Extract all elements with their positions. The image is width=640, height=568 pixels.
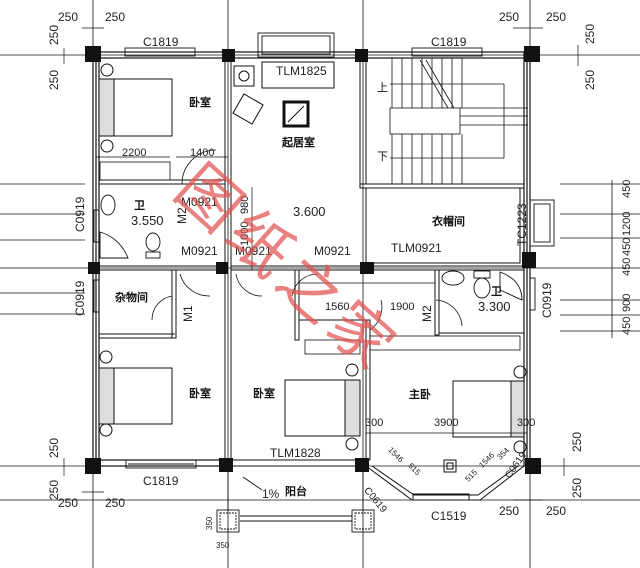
stair-up-label: 上 [377, 81, 388, 94]
dim-tr-v1: 250 [583, 23, 597, 44]
door-bath-w: M0921 [181, 195, 218, 209]
dim-pier-b: 350 [216, 541, 230, 550]
level-bath-e: 3.300 [478, 299, 511, 314]
dim-tl-a: 250 [58, 10, 79, 24]
dim-right-chain-3: 450 [621, 257, 633, 276]
door-balcony: TLM1828 [270, 446, 321, 460]
room-label-bath-w: 卫 [134, 199, 145, 212]
window-storage: C0919 [73, 280, 87, 316]
room-label-balcony: 阳台 [285, 485, 307, 498]
dim-wardrobe-width: 2200 [122, 147, 147, 159]
bay-window [365, 459, 525, 501]
beds [98, 63, 527, 454]
door-bath-w-code: M2 [175, 207, 189, 224]
window-bath-e: C0919 [540, 282, 554, 318]
window-shapes [93, 32, 555, 469]
window-top-left: C1819 [143, 35, 179, 49]
living-furniture [232, 61, 335, 128]
dim-tr-b: 250 [546, 10, 567, 24]
door-right: M0921 [314, 244, 351, 258]
dim-right-chain-2: 450 [621, 237, 633, 256]
room-label-bath-e: 卫 [491, 285, 502, 298]
bath-fixtures [99, 194, 523, 301]
door-mid: M0921 [235, 244, 272, 258]
dim-br-v2: 250 [570, 477, 584, 498]
dim-master-right: 300 [517, 417, 536, 429]
dim-hall-w2: 1900 [390, 301, 415, 313]
wardrobes [99, 161, 521, 355]
dim-right-chain-1: 1200 [621, 211, 633, 236]
dim-bl-b: 250 [105, 496, 126, 510]
door-top-mid: TLM1825 [276, 64, 327, 78]
window-bay: C1519 [431, 509, 467, 523]
door-storage: M1 [181, 305, 195, 322]
exterior-walls [92, 51, 531, 467]
columns [85, 46, 541, 474]
room-label-living: 起居室 [282, 136, 315, 149]
room-label-bedroom-sw: 卧室 [189, 387, 211, 400]
window-bottom-left: C1819 [143, 474, 179, 488]
room-label-bedroom-s: 卧室 [253, 387, 275, 400]
dim-door-width: 1400 [190, 147, 215, 159]
dim-master-left: 300 [365, 417, 384, 429]
door-bath-e: M2 [420, 305, 434, 322]
room-label-bedroom-nw: 卧室 [189, 96, 211, 109]
dim-hall-w1: 1560 [325, 301, 350, 313]
dim-br-a: 250 [499, 504, 520, 518]
window-closet: TC1223 [515, 203, 529, 246]
balcony-railing [216, 466, 375, 533]
room-label-storage: 杂物间 [115, 291, 148, 304]
dim-tl-v1: 250 [47, 24, 61, 45]
dimension-lines [63, 27, 579, 501]
dim-right-chain-0: 450 [621, 179, 633, 198]
balcony-slope: 1% [262, 487, 280, 501]
window-top-right: C1819 [431, 35, 467, 49]
dim-bl-v1: 250 [47, 437, 61, 458]
dim-pier-a: 350 [205, 516, 214, 530]
dim-br-b: 250 [546, 504, 567, 518]
door-closet: TLM0921 [391, 241, 442, 255]
dim-tr-v2: 250 [583, 69, 597, 90]
room-label-master: 主卧 [409, 388, 431, 401]
dim-hall-v2: 1000 [239, 221, 251, 246]
dim-tl-b: 250 [105, 10, 126, 24]
stair-down-label: 下 [377, 150, 388, 163]
dim-right-chain-5: 450 [621, 316, 633, 335]
dim-hall-v1: 980 [239, 195, 251, 214]
dim-tl-v2: 250 [47, 69, 61, 90]
level-hall: 3.600 [293, 204, 326, 219]
dim-bl-a: 250 [58, 496, 79, 510]
dim-tr-a: 250 [499, 10, 520, 24]
dim-master-width: 3900 [434, 417, 459, 429]
dim-right-chain-4: 900 [621, 293, 633, 312]
level-bath-w: 3.550 [131, 213, 164, 228]
window-bath-w: C0919 [73, 196, 87, 232]
door-lower-left: M0921 [181, 244, 218, 258]
dim-br-v1: 250 [570, 431, 584, 452]
staircase [389, 58, 528, 184]
room-label-closet: 衣帽间 [432, 215, 465, 228]
dim-bl-v2: 250 [47, 479, 61, 500]
door-swings [151, 149, 463, 331]
